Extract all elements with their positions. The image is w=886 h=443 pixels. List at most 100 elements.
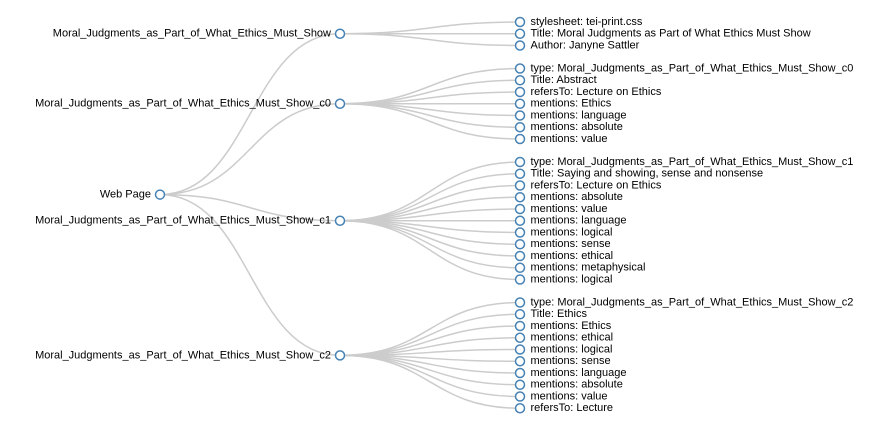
leaf-node[interactable]: mentions: metaphysical [514,262,646,274]
leaf-node-label: mentions: language [531,215,627,227]
leaf-node[interactable]: refersTo: Lecture on Ethics [514,86,662,98]
leaf-node-dot[interactable] [514,356,526,367]
leaf-node-dot[interactable] [514,344,526,355]
leaf-node-dot[interactable] [514,227,526,238]
leaf-node-label: mentions: absolute [531,191,623,203]
leaf-node-dot[interactable] [514,262,526,273]
leaf-node-dot[interactable] [514,203,526,215]
leaf-node-dot[interactable] [514,110,526,121]
link-branch-2-leaf-10 [339,220,521,281]
branch-node-2-dot[interactable] [334,215,346,226]
branch-node-0[interactable]: Moral_Judgments_as_Part_of_What_Ethics_M… [53,28,346,40]
tree-nodes: Web PageMoral_Judgments_as_Part_of_What_… [35,16,853,414]
leaf-node-label: mentions: absolute [531,379,623,391]
leaf-node[interactable]: mentions: Ethics [514,320,612,332]
branch-node-2[interactable]: Moral_Judgments_as_Part_of_What_Ethics_M… [35,215,346,227]
link-branch-3-leaf-0 [339,301,521,357]
branch-node-0-dot[interactable] [334,28,346,39]
branch-node-0-label: Moral_Judgments_as_Part_of_What_Ethics_M… [53,28,331,40]
branch-node-1-dot[interactable] [334,98,346,109]
leaf-node[interactable]: mentions: language [514,367,627,379]
leaf-node-dot[interactable] [514,63,526,74]
leaf-node-dot[interactable] [514,98,526,109]
leaf-node[interactable]: mentions: value [514,133,608,145]
leaf-node[interactable]: Title: Ethics [514,308,588,320]
leaf-node-label: Title: Abstract [531,74,597,86]
leaf-node-dot[interactable] [514,379,526,390]
leaf-node[interactable]: mentions: language [514,215,627,227]
leaf-node[interactable]: type: Moral_Judgments_as_Part_of_What_Et… [514,62,854,74]
leaf-node[interactable]: mentions: absolute [514,379,623,391]
leaf-node[interactable]: mentions: absolute [514,191,623,203]
leaf-node[interactable]: Title: Abstract [514,74,597,86]
leaf-node[interactable]: refersTo: Lecture on Ethics [514,179,662,191]
branch-node-3-label: Moral_Judgments_as_Part_of_What_Ethics_M… [35,349,331,361]
leaf-node-dot[interactable] [514,40,526,51]
leaf-node-dot[interactable] [514,75,526,86]
branch-node-3-dot[interactable] [334,350,346,361]
leaf-node-dot[interactable] [514,192,526,203]
leaf-node[interactable]: Title: Saying and showing, sense and non… [514,168,764,180]
leaf-node-dot[interactable] [514,332,526,343]
link-branch-0-leaf-0 [339,21,521,35]
branch-node-1[interactable]: Moral_Judgments_as_Part_of_What_Ethics_M… [35,98,346,110]
leaf-node-dot[interactable] [514,122,526,133]
leaf-node-dot[interactable] [514,274,526,285]
leaf-node-dot[interactable] [514,156,526,168]
root-node-dot[interactable] [154,189,166,200]
leaf-node-dot[interactable] [514,168,526,179]
link-branch-0-leaf-2 [339,33,521,47]
leaf-node-dot[interactable] [514,320,526,332]
leaf-node-label: Title: Moral Judgments as Part of What E… [531,28,811,40]
leaf-node[interactable]: mentions: language [514,109,627,121]
leaf-node-label: stylesheet: tei-print.css [531,16,643,28]
leaf-node-dot[interactable] [514,367,526,379]
leaf-node-label: mentions: ethical [531,332,614,344]
leaf-node[interactable]: mentions: ethical [514,250,614,262]
leaf-node-dot[interactable] [514,391,526,402]
branch-node-3[interactable]: Moral_Judgments_as_Part_of_What_Ethics_M… [35,349,346,361]
leaf-node[interactable]: Author: Janyne Sattler [514,39,640,51]
leaf-node[interactable]: mentions: Ethics [514,98,612,110]
leaf-node-dot[interactable] [514,86,526,98]
leaf-node[interactable]: mentions: logical [514,343,613,355]
link-branch-2-leaf-0 [339,161,521,222]
leaf-node-dot[interactable] [514,239,526,250]
leaf-node[interactable]: mentions: value [514,203,608,215]
leaf-node[interactable]: mentions: ethical [514,332,614,344]
root-node[interactable]: Web Page [100,188,166,200]
leaf-node-label: type: Moral_Judgments_as_Part_of_What_Et… [531,296,854,308]
link-root-branch-2 [159,193,341,222]
leaf-node-dot[interactable] [514,215,526,226]
leaf-node-dot[interactable] [514,309,526,320]
leaf-node[interactable]: stylesheet: tei-print.css [514,16,643,28]
leaf-node[interactable]: mentions: sense [514,238,611,250]
leaf-node[interactable]: mentions: logical [514,226,613,238]
leaf-node-dot[interactable] [514,297,526,308]
leaf-node[interactable]: mentions: logical [514,273,613,285]
leaf-node[interactable]: type: Moral_Judgments_as_Part_of_What_Et… [514,296,854,308]
leaf-node[interactable]: refersTo: Lecture [514,402,614,414]
leaf-node[interactable]: Title: Moral Judgments as Part of What E… [514,28,811,40]
leaf-node-label: Title: Ethics [531,308,588,320]
leaf-node[interactable]: mentions: absolute [514,121,623,133]
leaf-node[interactable]: mentions: sense [514,355,611,367]
link-branch-2-leaf-1 [339,173,521,222]
leaf-node-label: mentions: value [531,133,608,145]
leaf-node-dot[interactable] [514,133,526,145]
branch-node-1-label: Moral_Judgments_as_Part_of_What_Ethics_M… [35,98,331,110]
leaf-node[interactable]: type: Moral_Judgments_as_Part_of_What_Et… [514,156,854,168]
leaf-node-label: mentions: logical [531,226,613,238]
leaf-node-dot[interactable] [514,250,526,262]
leaf-node-label: mentions: language [531,367,627,379]
leaf-node-label: mentions: sense [531,355,611,367]
link-branch-3-leaf-7 [339,354,521,386]
leaf-node-dot[interactable] [514,16,526,28]
leaf-node-dot[interactable] [514,403,526,414]
leaf-node[interactable]: mentions: value [514,390,608,402]
leaf-node-dot[interactable] [514,180,526,191]
leaf-node-dot[interactable] [514,28,526,39]
leaf-node-label: refersTo: Lecture on Ethics [531,179,662,191]
leaf-node-label: type: Moral_Judgments_as_Part_of_What_Et… [531,156,854,168]
